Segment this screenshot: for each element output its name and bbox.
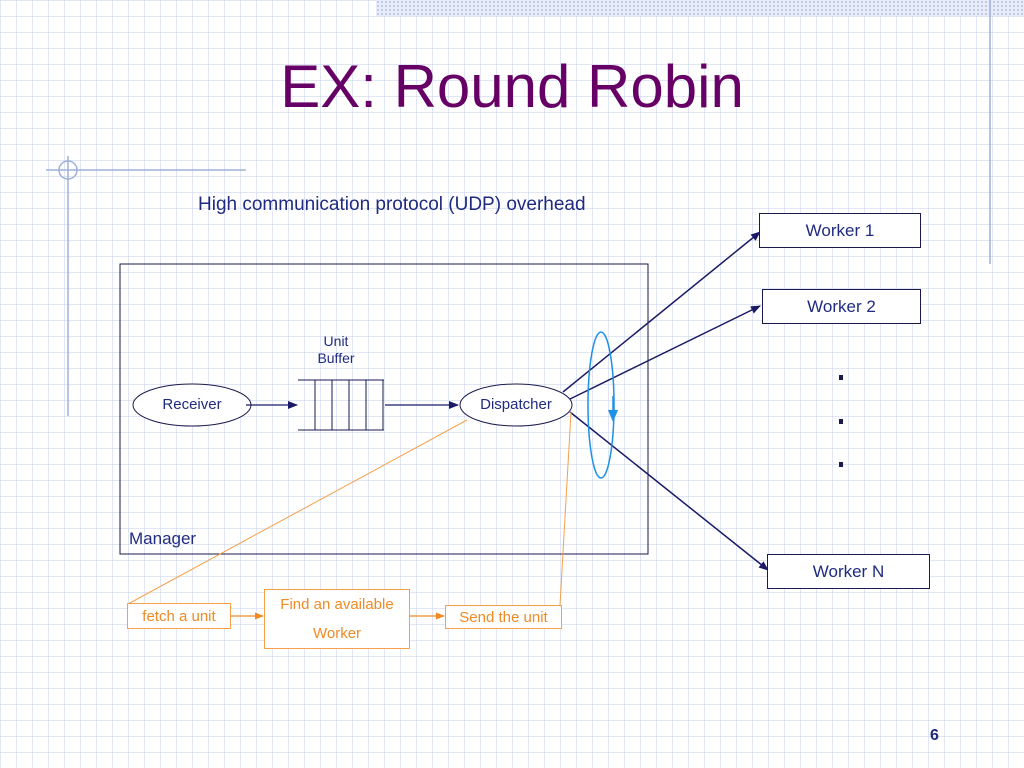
arrow-to-worker-2 (569, 305, 761, 400)
find-worker-step: Find an available Worker (264, 589, 410, 649)
slide-title: EX: Round Robin (280, 53, 744, 120)
link-dispatcher-to-fetch (127, 419, 468, 605)
receiver-label: Receiver (162, 396, 222, 413)
dispatcher-node (459, 383, 573, 427)
fetch-unit-step: fetch a unit (127, 603, 231, 629)
arrow-to-worker-1 (562, 231, 761, 393)
worker-2-box: Worker 2 (762, 289, 921, 324)
worker-n-box: Worker N (767, 554, 930, 589)
unit-buffer (298, 379, 384, 431)
decorative-rules (46, 0, 991, 416)
decorative-top-band (376, 0, 1024, 16)
manager-box (119, 263, 649, 555)
unit-buffer-label: Unit Buffer (317, 333, 355, 366)
overhead-caption: High communication protocol (UDP) overhe… (198, 194, 586, 215)
round-robin-rotation (587, 331, 615, 479)
send-unit-step: Send the unit (445, 605, 562, 629)
slide-number: 6 (930, 727, 939, 744)
dispatcher-label: Dispatcher (480, 396, 552, 413)
arrow-to-worker-n (569, 411, 769, 571)
worker-1-box: Worker 1 (759, 213, 921, 248)
link-send-to-dispatcher (559, 411, 572, 606)
manager-label: Manager (129, 529, 197, 548)
